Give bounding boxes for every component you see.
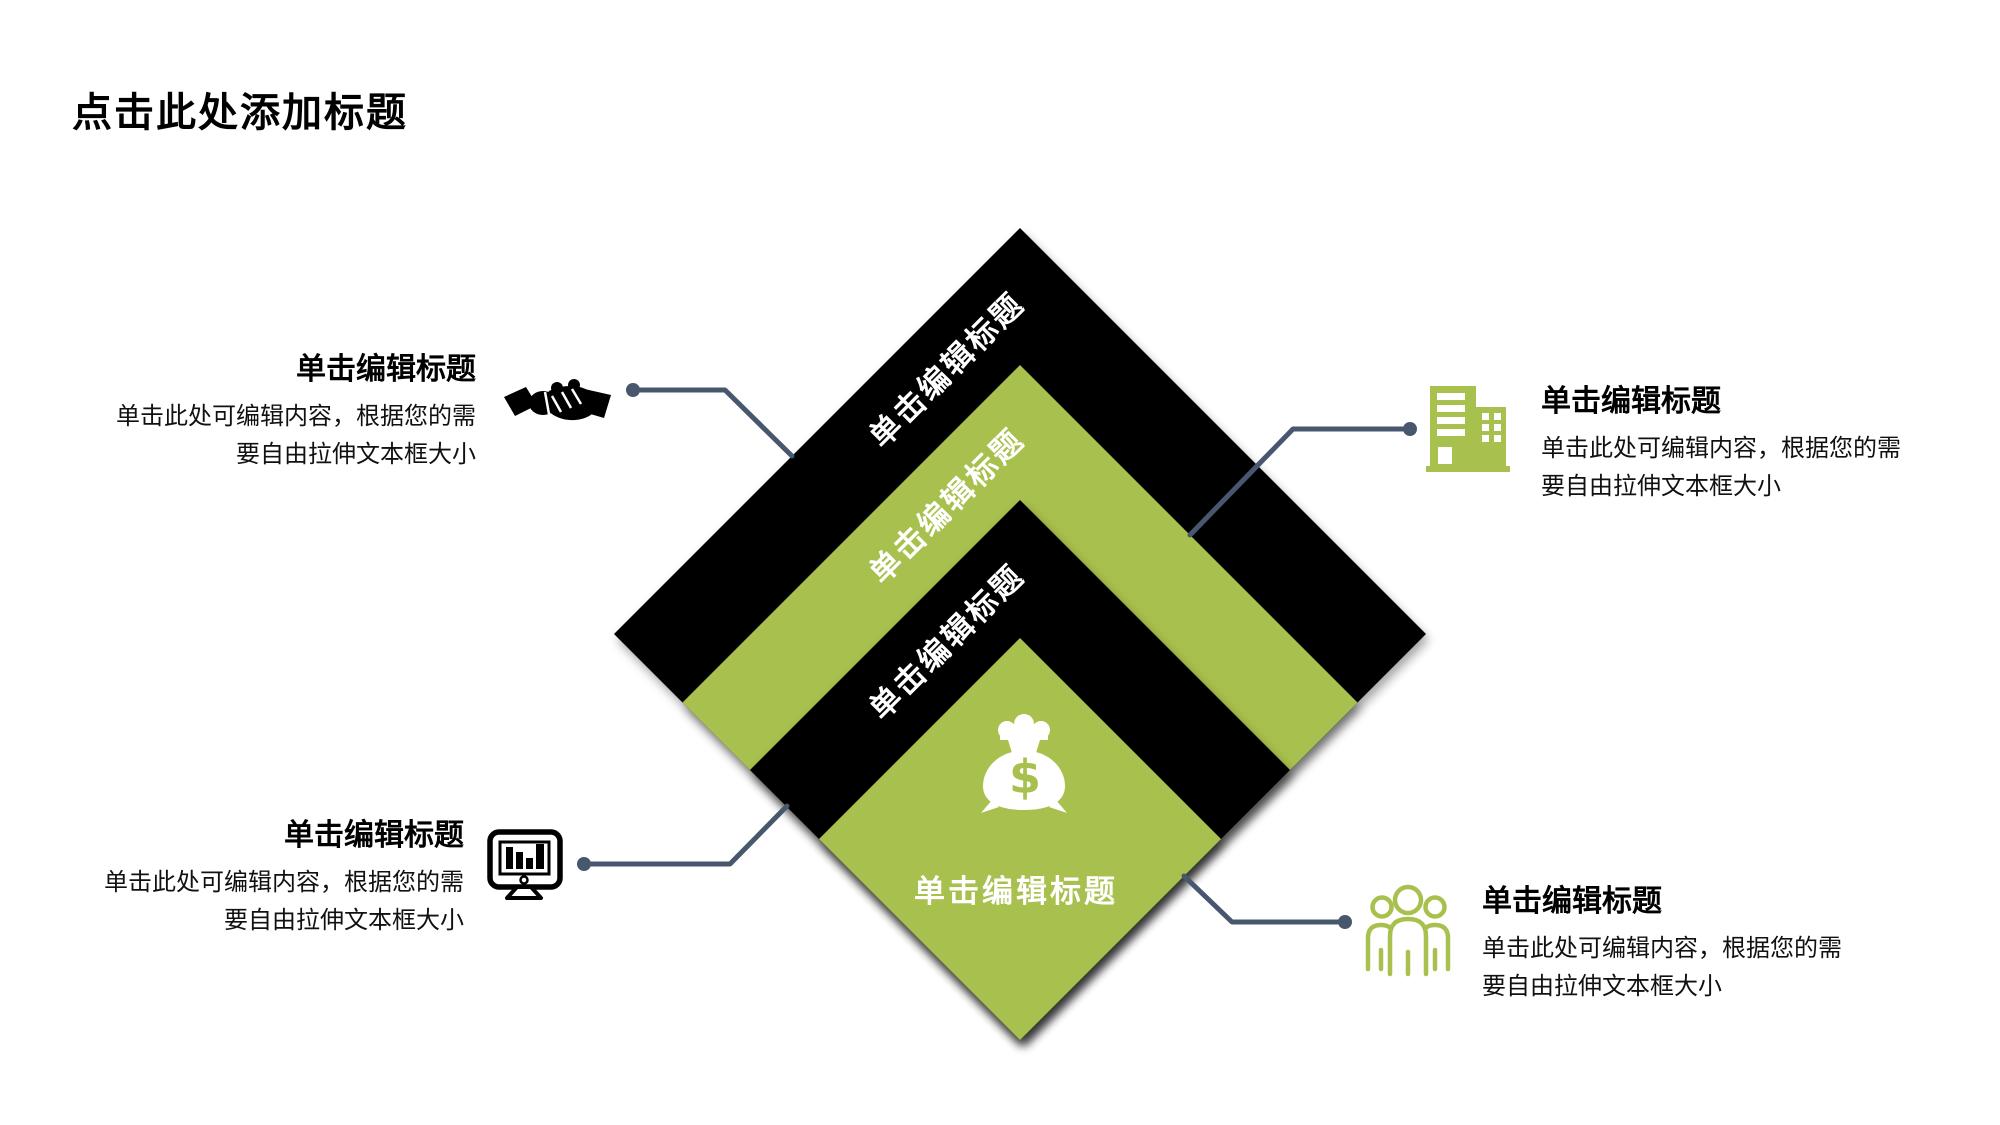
callout-bottom-right: 单击编辑标题 单击此处可编辑内容，根据您的需 要自由拉伸文本框大小 (1482, 884, 1952, 1006)
connector-line (1181, 873, 1348, 925)
page-title[interactable]: 点击此处添加标题 (72, 91, 408, 135)
connector-line (1187, 426, 1413, 538)
callout-top-left: 单击编辑标题 单击此处可编辑内容，根据您的需 要自由拉伸文本框大小 (0, 352, 476, 474)
connector-dot (577, 857, 591, 871)
callout-heading[interactable]: 单击编辑标题 (1541, 385, 1721, 418)
callout-heading[interactable]: 单击编辑标题 (1482, 885, 1662, 918)
callout-body-line[interactable]: 单击此处可编辑内容，根据您的需 (116, 403, 476, 430)
callout-bottom-left: 单击编辑标题 单击此处可编辑内容，根据您的需 要自由拉伸文本框大小 (0, 818, 464, 940)
callout-body-line[interactable]: 要自由拉伸文本框大小 (224, 907, 464, 934)
connector-top-left (626, 383, 795, 459)
callout-body-line[interactable]: 要自由拉伸文本框大小 (236, 441, 476, 468)
callout-body-line[interactable]: 单击此处可编辑内容，根据您的需 (1482, 935, 1842, 962)
connector-dot (1338, 915, 1352, 929)
connector-bottom-right (1181, 873, 1352, 929)
monitor-chart-icon (487, 829, 563, 900)
money-bag-icon: $ (981, 714, 1067, 813)
building-icon (1426, 386, 1510, 472)
connector-top-right (1187, 422, 1417, 538)
callout-body-line[interactable]: 单击此处可编辑内容，根据您的需 (1541, 435, 1901, 462)
connector-dot (626, 383, 640, 397)
callout-body-line[interactable]: 单击此处可编辑内容，根据您的需 (104, 869, 464, 896)
diamond-layer-4[interactable] (819, 638, 1221, 1040)
callout-heading[interactable]: 单击编辑标题 (296, 353, 476, 386)
dollar-sign: $ (1009, 750, 1041, 804)
callout-body-line[interactable]: 要自由拉伸文本框大小 (1482, 973, 1722, 1000)
connector-bottom-left (577, 803, 790, 871)
handshake-icon (504, 379, 611, 421)
connector-line (630, 387, 795, 459)
people-icon (1365, 884, 1451, 977)
callout-heading[interactable]: 单击编辑标题 (284, 819, 464, 852)
connector-dot (1403, 422, 1417, 436)
callout-body-line[interactable]: 要自由拉伸文本框大小 (1541, 473, 1781, 500)
connector-line (581, 803, 790, 867)
callout-top-right: 单击编辑标题 单击此处可编辑内容，根据您的需 要自由拉伸文本框大小 (1541, 384, 2000, 506)
diamond-center-label[interactable]: 单击编辑标题 (914, 874, 1118, 909)
